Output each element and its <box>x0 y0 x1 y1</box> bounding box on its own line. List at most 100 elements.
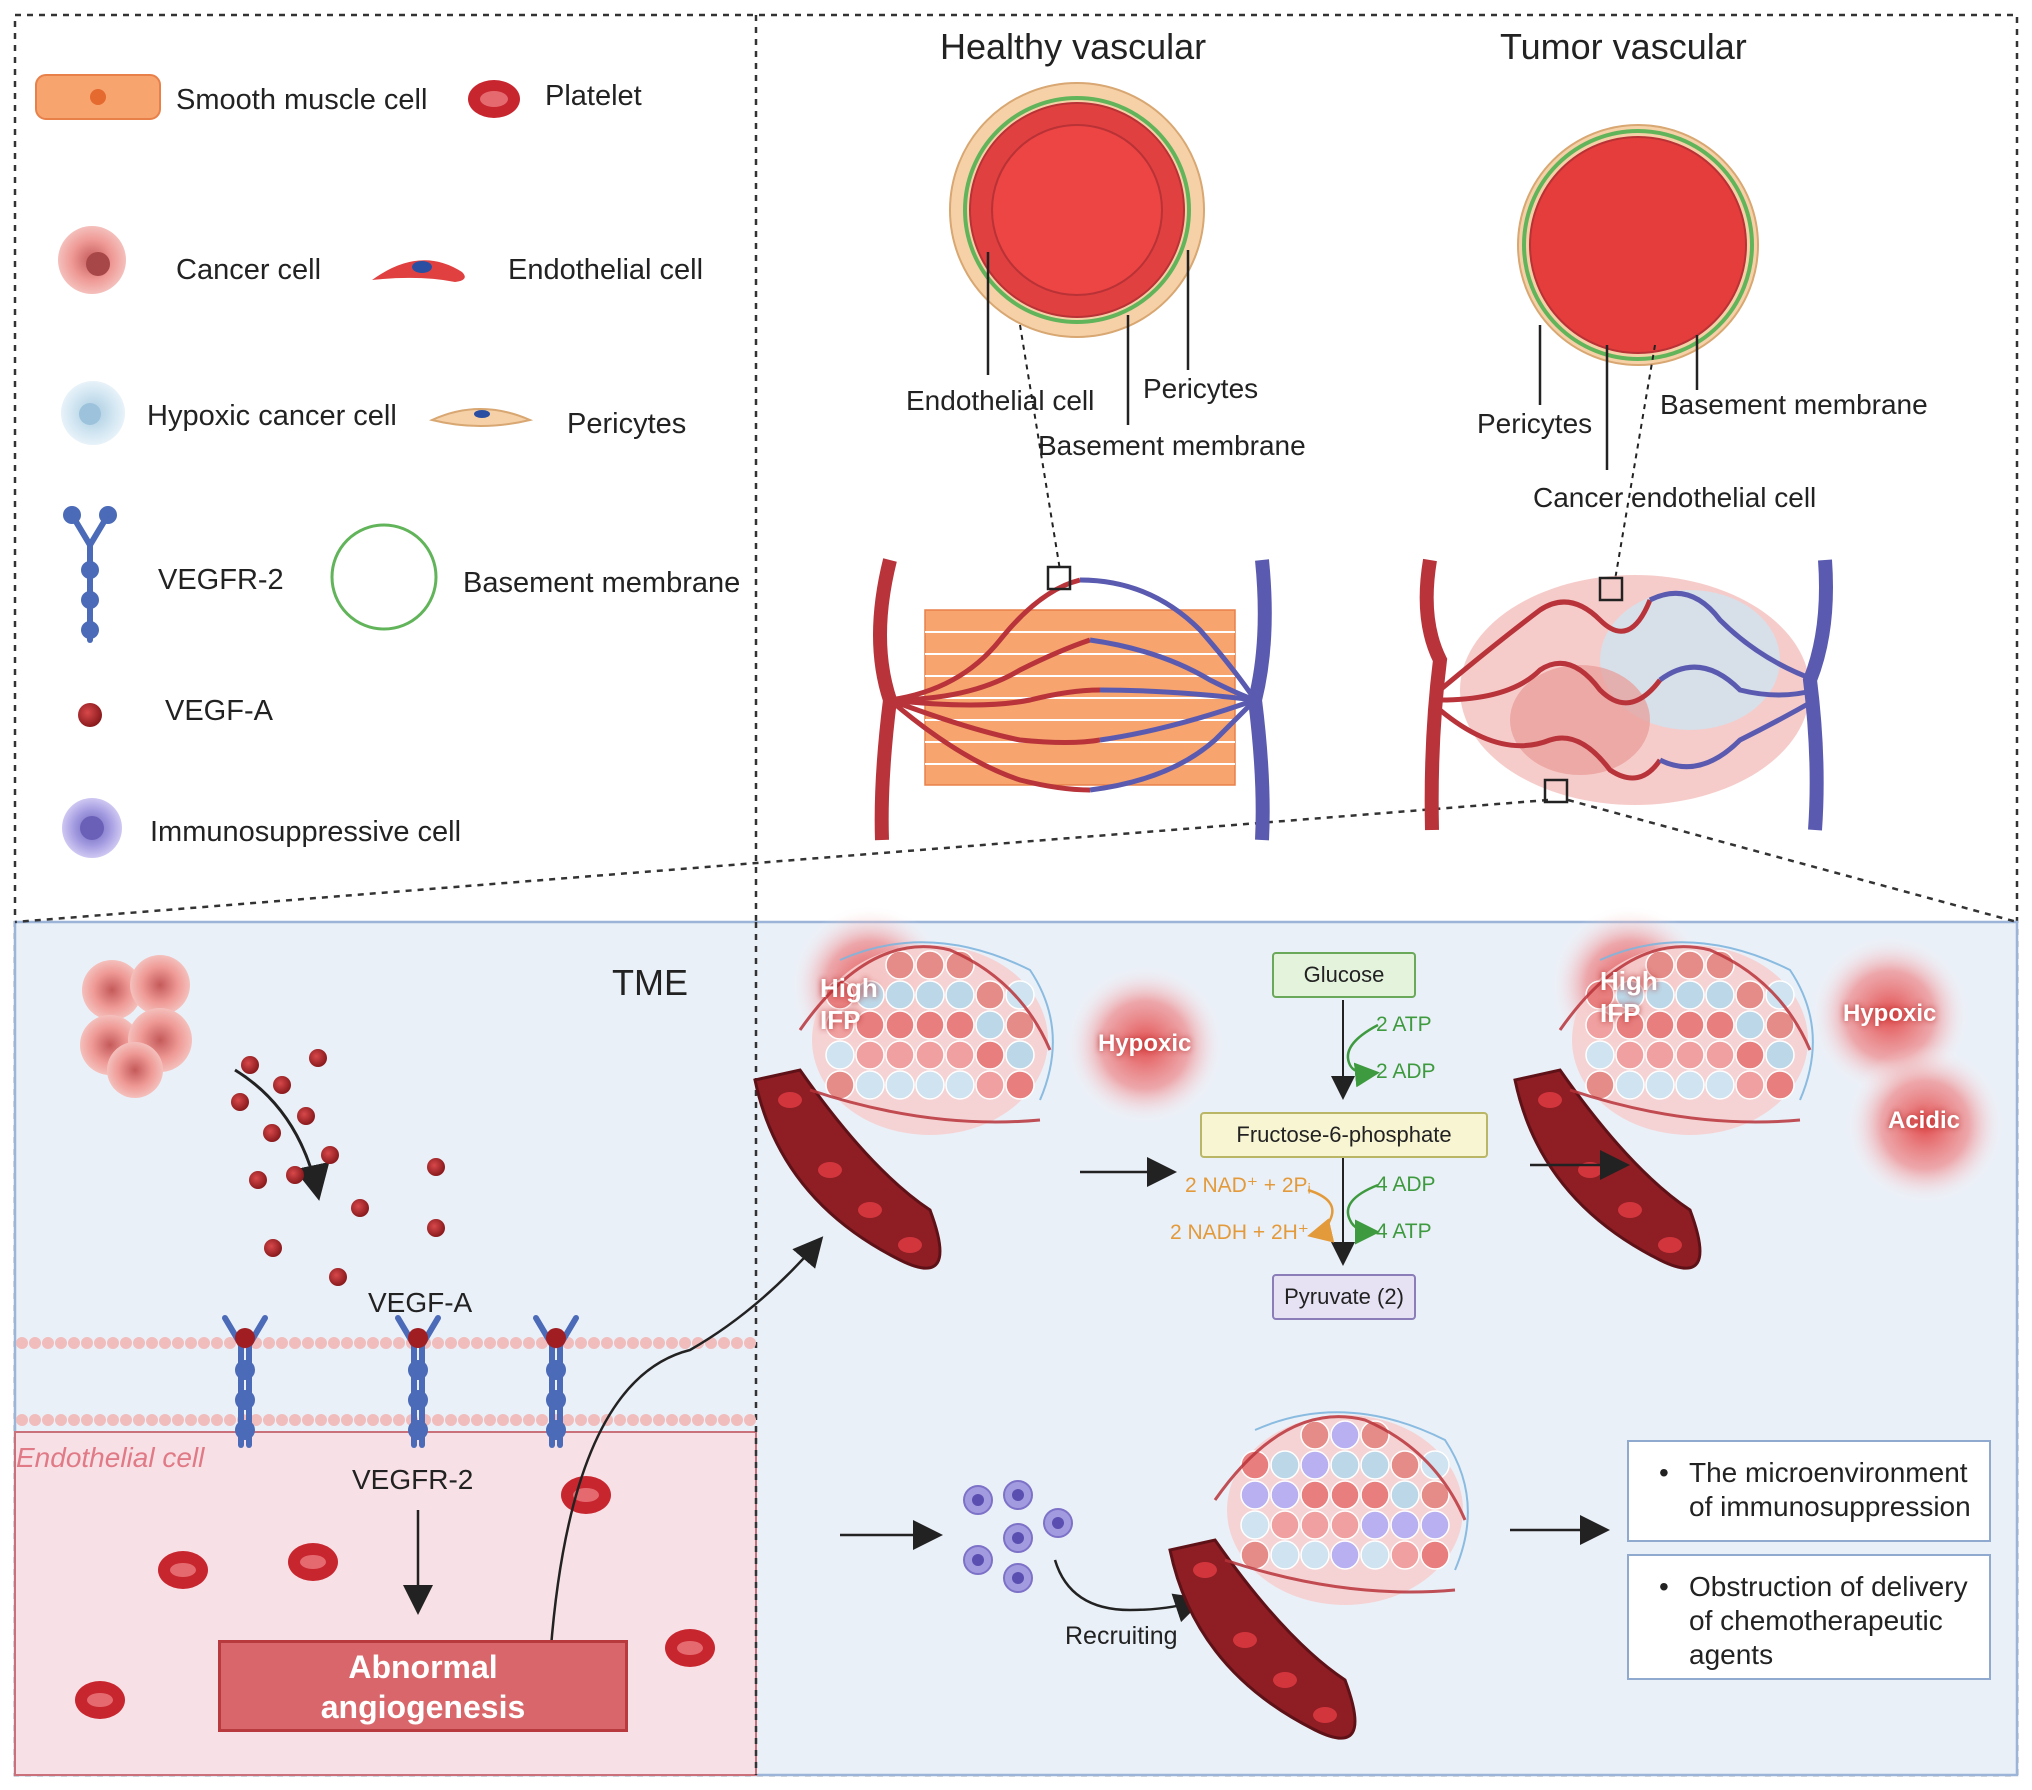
membrane-lipid <box>185 1337 197 1349</box>
membrane-lipid <box>354 1414 366 1426</box>
legend-platelet-label: Platelet <box>545 80 642 112</box>
tumor-cell <box>1240 1510 1270 1540</box>
membrane-lipid <box>666 1414 678 1426</box>
tumor-mass-4 <box>1168 1411 1469 1740</box>
rbc <box>1233 1632 1257 1648</box>
tumor-cell <box>1390 1450 1420 1480</box>
tumor-cell <box>885 1010 915 1040</box>
outcome-1-line2: of immunosuppression <box>1689 1491 1971 1522</box>
membrane-lipid <box>718 1414 730 1426</box>
membrane-lipid <box>523 1414 535 1426</box>
membrane-lipid <box>29 1337 41 1349</box>
bound-vegfa <box>235 1328 255 1348</box>
tumor-cell <box>1735 1040 1765 1070</box>
healthy-vessel-cross-section <box>949 82 1205 338</box>
membrane-lipid <box>263 1414 275 1426</box>
membrane-lipid <box>627 1414 639 1426</box>
vegfr2-legend-icon <box>63 506 117 643</box>
membrane-lipid <box>588 1414 600 1426</box>
frame-outer <box>13 13 2019 1777</box>
endothelial-cell-label: Endothelial cell <box>16 1442 205 1473</box>
membrane-lipid <box>159 1414 171 1426</box>
membrane-lipid <box>328 1337 340 1349</box>
vegfr2-receptor <box>533 1315 579 1448</box>
tumor-cell <box>915 1040 945 1070</box>
adp-out-label: 2 ADP <box>1376 1060 1436 1083</box>
glucose-box: Glucose <box>1272 952 1416 998</box>
membrane-lipid <box>302 1337 314 1349</box>
tumor-cell <box>915 950 945 980</box>
abnormal-line1: Abnormal <box>348 1649 498 1685</box>
membrane-lipid <box>523 1337 535 1349</box>
pyruvate-box: Pyruvate (2) <box>1272 1274 1416 1320</box>
rbc <box>778 1092 802 1108</box>
membrane-lipid <box>432 1414 444 1426</box>
rbc <box>858 1202 882 1218</box>
tumor-cell <box>1005 1010 1035 1040</box>
tumor-cell <box>1005 1070 1035 1100</box>
tumor-cell <box>1585 1040 1615 1070</box>
membrane-lipid <box>471 1337 483 1349</box>
membrane-lipid <box>731 1414 743 1426</box>
high-ifp-2-high: High <box>1600 966 1658 996</box>
tumor-cell <box>1705 1010 1735 1040</box>
basement-membrane-icon <box>330 523 438 631</box>
tumor-pericytes-label: Pericytes <box>1477 408 1593 439</box>
legend-cancer-cell-label: Cancer cell <box>176 254 322 286</box>
membrane-lipid <box>640 1414 652 1426</box>
tumor-cell <box>1585 1010 1615 1040</box>
tumor-cell <box>1705 1070 1735 1100</box>
tumor-cell <box>975 1070 1005 1100</box>
membrane-lipid <box>16 1414 28 1426</box>
membrane-lipid <box>679 1414 691 1426</box>
legend-immunosuppressive-label: Immunosuppressive cell <box>150 816 462 848</box>
rbc <box>1538 1092 1562 1108</box>
tumor-cell <box>1330 1510 1360 1540</box>
membrane-lipid <box>315 1337 327 1349</box>
healthy-vascular-title: Healthy vascular <box>940 26 1207 67</box>
tumor-cell <box>885 1040 915 1070</box>
tme-label: TME <box>612 962 688 1003</box>
membrane-lipid <box>146 1337 158 1349</box>
tumor-cell <box>1390 1510 1420 1540</box>
tumor-cell <box>855 980 885 1010</box>
membrane-lipid <box>497 1337 509 1349</box>
membrane-lipid <box>471 1414 483 1426</box>
membrane-lipid <box>510 1337 522 1349</box>
membrane-lipid <box>81 1414 93 1426</box>
membrane-lipid <box>198 1414 210 1426</box>
membrane-lipid <box>679 1337 691 1349</box>
healthy-pericytes-label: Pericytes <box>1143 373 1259 404</box>
membrane-lipid <box>536 1414 548 1426</box>
membrane-lipid <box>575 1337 587 1349</box>
membrane-lipid <box>588 1337 600 1349</box>
nad-label: 2 NAD⁺ + 2Pᵢ <box>1185 1174 1311 1197</box>
membrane-lipid <box>198 1337 210 1349</box>
tumor-cell <box>1705 980 1735 1010</box>
tumor-cell <box>885 950 915 980</box>
high-ifp-1-high: High <box>820 973 878 1003</box>
atp-out-label: 4 ATP <box>1376 1220 1432 1243</box>
bound-vegfa <box>408 1328 428 1348</box>
tumor-cell <box>1675 1010 1705 1040</box>
membrane-lipid <box>614 1414 626 1426</box>
rbc <box>1618 1202 1642 1218</box>
membrane-lipid <box>484 1414 496 1426</box>
membrane-lipid <box>458 1414 470 1426</box>
bound-vegfa <box>546 1328 566 1348</box>
tumor-cell <box>945 1070 975 1100</box>
legend-pericytes-label: Pericytes <box>567 408 687 440</box>
tumor-cell <box>1330 1420 1360 1450</box>
tumor-vessel-cross-section <box>1517 124 1759 366</box>
tumor-cell <box>1420 1510 1450 1540</box>
membrane-lipid <box>575 1414 587 1426</box>
legend-vegfa-label: VEGF-A <box>165 695 273 727</box>
tumor-cell <box>1765 1040 1795 1070</box>
vegfa-particles <box>231 1049 445 1286</box>
cancer-cell-cluster <box>80 955 192 1098</box>
healthy-basement-label: Basement membrane <box>1038 430 1306 461</box>
tumor-cell <box>1420 1450 1450 1480</box>
tumor-cell <box>1735 1010 1765 1040</box>
healthy-endothelial-label: Endothelial cell <box>906 385 1095 416</box>
membrane-lipid <box>55 1337 67 1349</box>
